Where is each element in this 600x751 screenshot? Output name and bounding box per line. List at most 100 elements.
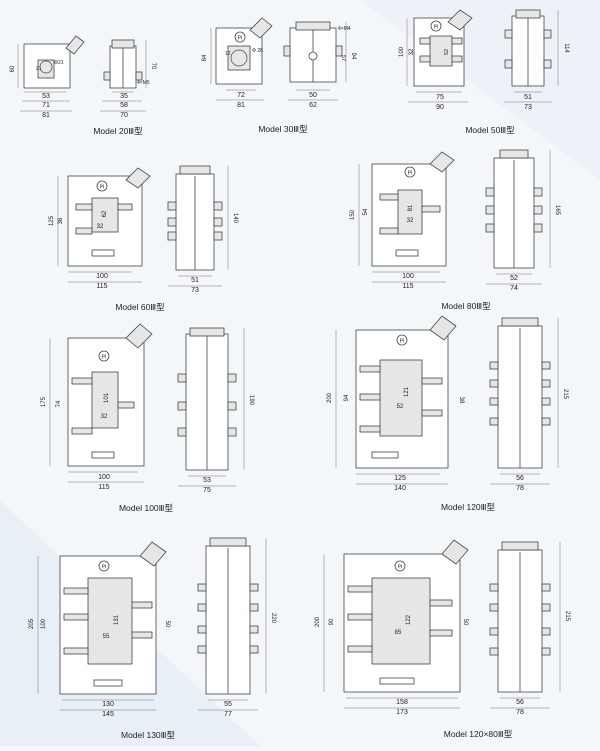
badge-pi: PI — [102, 355, 107, 361]
model-120-front-view: PI 125 140 200 94 121 52 38 — [327, 315, 464, 492]
dim-label: 101 — [104, 392, 110, 403]
dim-label: 220 — [270, 613, 276, 624]
dim-label: 125 — [394, 475, 406, 482]
model-50-caption: Model 50Ⅲ型 — [465, 125, 515, 135]
dim-label: 51 — [191, 277, 199, 284]
dim-label: 62 — [309, 102, 317, 109]
dim-label: 115 — [402, 283, 413, 290]
dim-label: 121 — [404, 386, 410, 397]
badge-pi: PI — [102, 565, 107, 571]
dim-label: 81 — [42, 112, 50, 119]
model-60-side-view: 51 73 140 — [167, 165, 238, 294]
model-80-front-view: PI 100 115 150 54 81 32 — [350, 151, 455, 290]
dim-label: 100 — [98, 474, 110, 481]
dim-label: 52 — [510, 275, 518, 282]
model-130-caption: Model 130Ⅲ型 — [121, 730, 176, 740]
dim-label: 4×M4 — [338, 26, 351, 32]
model-60-caption: Model 60Ⅲ型 — [115, 302, 165, 312]
badge-pi: PI — [100, 185, 105, 191]
badge-pi: PI — [434, 25, 439, 31]
dim-label: Φ21 — [54, 60, 64, 66]
dim-label: 131 — [114, 614, 120, 625]
dim-label: 72 — [237, 92, 245, 99]
dim-label: 94 — [350, 53, 356, 60]
dim-label: 94 — [344, 394, 350, 401]
dim-label: 114 — [563, 43, 569, 53]
dim-label: 173 — [396, 709, 408, 716]
dim-label: 52 — [397, 404, 404, 410]
dim-label: 81 — [408, 204, 414, 211]
dim-label: 115 — [98, 484, 109, 491]
dim-label: 55 — [103, 634, 110, 640]
model-20-side-view: 35 58 70 70 4×M5 — [100, 39, 156, 119]
dim-label: Φ 28 — [252, 48, 263, 54]
dim-label: 58 — [120, 102, 128, 109]
dim-label: 140 — [394, 485, 406, 492]
dim-label: 77 — [224, 711, 232, 718]
dim-label: 70 — [150, 63, 156, 70]
dim-label: 130 — [102, 701, 114, 708]
model-30-side-view: 50 62 57 94 4×M4 — [283, 21, 356, 109]
dim-label: 84 — [202, 54, 208, 61]
dim-label: 52 — [444, 49, 450, 55]
dim-label: 32 — [101, 414, 108, 420]
dim-label: 115 — [96, 283, 107, 290]
dim-label: 75 — [436, 94, 444, 101]
dim-label: 122 — [406, 614, 412, 625]
model-130-side-view: 55 77 220 — [197, 537, 276, 718]
model-100-caption: Model 100Ⅲ型 — [119, 503, 174, 513]
dim-label: 125 — [49, 215, 55, 226]
model-20-front-view: 53 71 81 60 21 Φ21 — [10, 35, 85, 119]
dim-label: 55 — [224, 701, 232, 708]
dim-label: 150 — [350, 209, 356, 220]
model-50-front-view: PI 75 90 100 32 52 — [399, 9, 473, 111]
model-30-front-view: PI 72 81 84 12 Φ 28 — [202, 17, 273, 109]
dim-label: 38 — [458, 397, 464, 404]
dim-label: 200 — [315, 616, 321, 627]
model-30-caption: Model 30Ⅲ型 — [258, 124, 308, 134]
dim-label: 4×M5 — [137, 80, 150, 86]
dim-label: 200 — [327, 392, 333, 403]
dim-label: 56 — [516, 475, 524, 482]
dim-label: 100 — [402, 273, 414, 280]
dim-label: 90 — [436, 104, 444, 111]
model-60-front-view: PI 100 115 125 36 62 32 — [49, 167, 151, 290]
model-120x80-side-view: 56 78 215 — [489, 541, 570, 716]
model-130-front-view: PI 130 145 205 100 131 55 50 — [29, 541, 170, 718]
dim-label: 140 — [232, 213, 238, 224]
dim-label: 100 — [96, 273, 108, 280]
dim-label: 62 — [102, 210, 108, 217]
dim-label: 71 — [42, 102, 50, 109]
dim-label: 85 — [395, 630, 402, 636]
dim-label: 165 — [554, 205, 560, 216]
dim-label: 78 — [516, 709, 524, 716]
dim-label: 74 — [510, 285, 518, 292]
dim-label: 53 — [42, 93, 50, 100]
dim-label: 205 — [29, 618, 35, 629]
dim-label: 60 — [10, 65, 16, 72]
dim-label: 56 — [516, 699, 524, 706]
badge-pi: PI — [238, 36, 243, 42]
dim-label: 78 — [516, 485, 524, 492]
model-100-side-view: 53 75 190 — [177, 327, 254, 494]
dim-label: 145 — [102, 711, 114, 718]
dim-label: 32 — [407, 218, 414, 224]
badge-pi: PI — [400, 339, 405, 345]
badge-pi: PI — [408, 171, 413, 177]
dim-label: 51 — [524, 94, 532, 101]
dim-label: 215 — [562, 389, 568, 400]
dim-label: 81 — [237, 102, 245, 109]
dim-label: 70 — [120, 112, 128, 119]
dim-label: 32 — [409, 48, 415, 55]
model-100-front-view: PI 100 115 175 74 101 32 — [41, 323, 153, 491]
dim-label: 73 — [524, 104, 532, 111]
model-80-caption: Model 80Ⅲ型 — [441, 301, 491, 311]
model-120-side-view: 56 78 215 — [489, 317, 568, 492]
dim-label: 50 — [309, 92, 317, 99]
dim-label: 73 — [191, 287, 199, 294]
model-120x80-caption: Model 120×80Ⅲ型 — [444, 729, 513, 739]
dim-label: 54 — [363, 208, 369, 215]
badge-pi: PI — [398, 565, 403, 571]
